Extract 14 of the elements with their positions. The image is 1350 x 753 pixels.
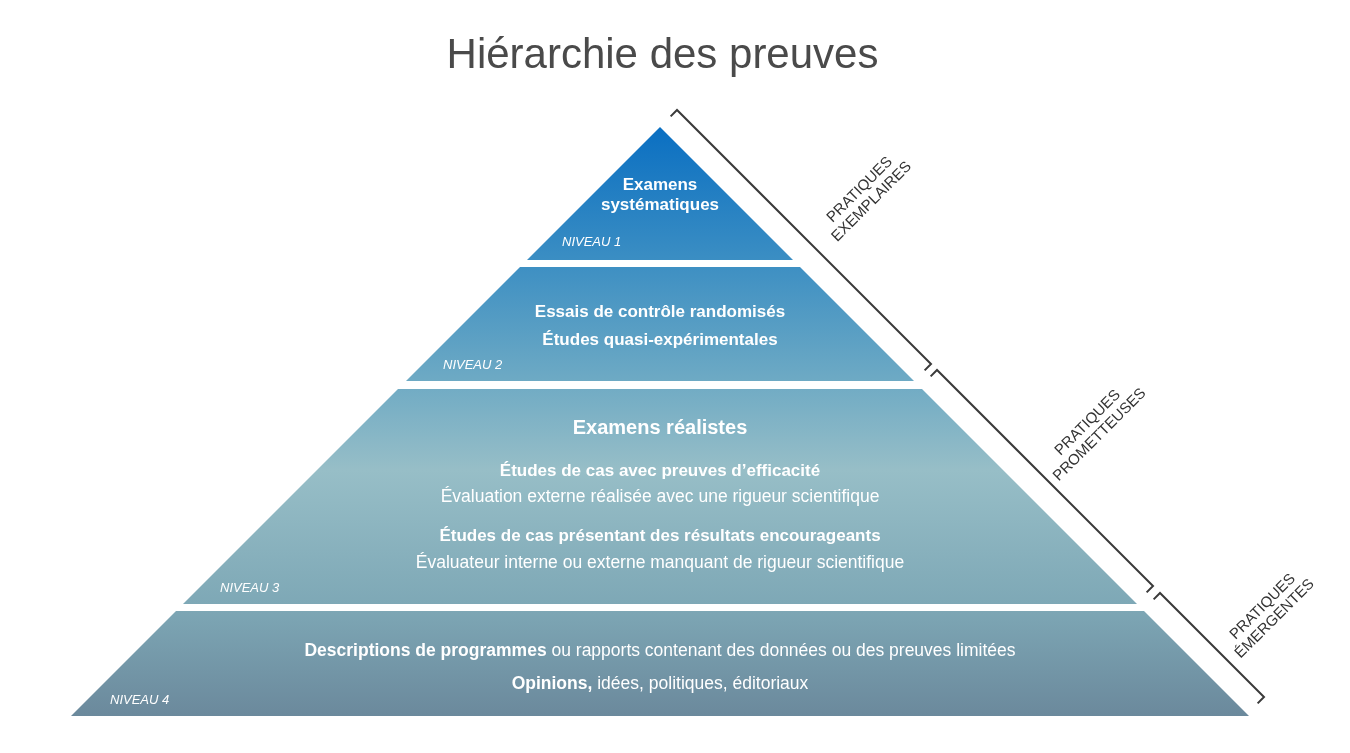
level-tag: NIVEAU 3 — [220, 580, 280, 596]
level-tag: NIVEAU 1 — [562, 234, 622, 250]
title: Hiérarchie des preuves — [445, 30, 880, 78]
level-tag: NIVEAU 4 — [110, 692, 170, 708]
level-tag: NIVEAU 2 — [443, 357, 503, 373]
evidence-description: Évaluation externe réalisée avec une rigueur scientifique — [439, 486, 881, 507]
evidence-description: Opinions, idées, politiques, éditoriaux — [510, 673, 810, 694]
evidence-type: Essais de contrôle randomisés — [533, 302, 787, 323]
pyramid-level — [406, 267, 914, 381]
level-heading: Examens systématiques — [599, 175, 721, 216]
evidence-description: Évaluateur interne ou externe manquant de rigueur scientifique — [414, 552, 906, 573]
evidence-type: Études de cas présentant des résultats encourageants — [438, 526, 882, 547]
pyramid-level — [527, 127, 793, 260]
evidence-type: Études quasi-expérimentales — [541, 330, 779, 351]
